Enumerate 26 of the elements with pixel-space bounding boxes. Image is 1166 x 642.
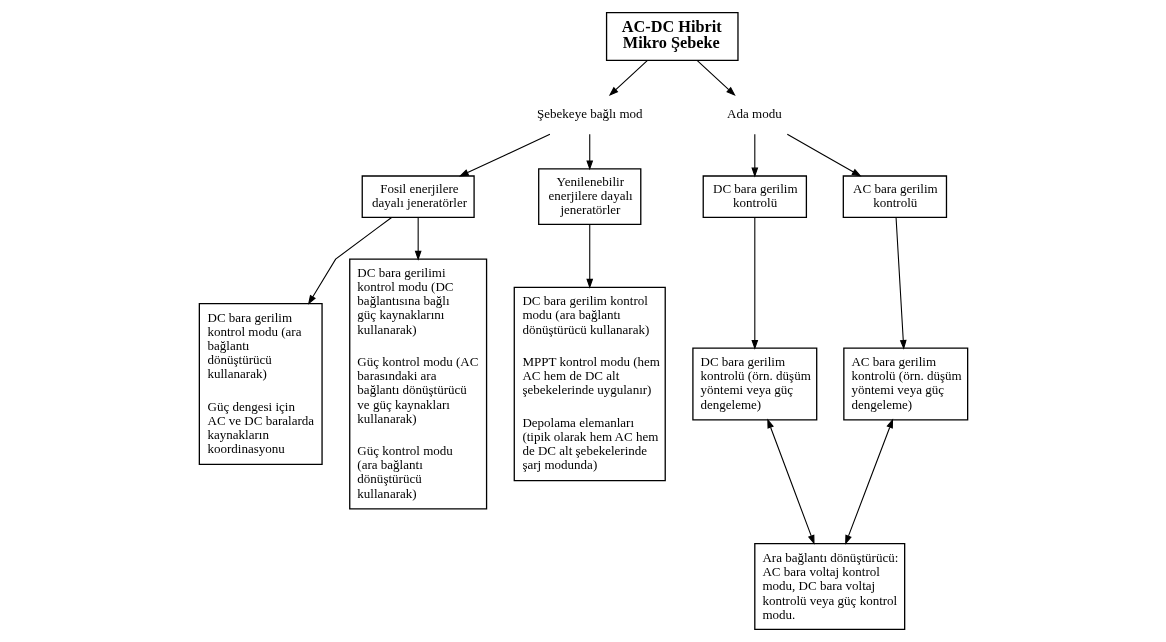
- arrow: [307, 216, 392, 305]
- node-box: AC bara gerilim kontrolü: [842, 175, 947, 218]
- arrow: [895, 217, 907, 350]
- arrow: [585, 224, 593, 289]
- arrow: [608, 59, 648, 96]
- arrow: [414, 217, 422, 261]
- node-box: AC-DC Hibrit Mikro Şebeke: [605, 11, 739, 61]
- node-text: Ada modu: [726, 106, 782, 122]
- arrow: [766, 418, 815, 545]
- node-box: AC bara gerilim kontrolü (örn. düşüm yöntemi veya güç dengeleme): [842, 347, 968, 421]
- node-box: Yenilenebilir enerjilere dayalı jeneratörler: [537, 168, 641, 225]
- arrow: [750, 217, 758, 350]
- node-box: DC bara gerilim kontrol modu (ara bağlantı dönüştürücü kullanarak) MPPT kontrol modu (hem AC hem de DC alt şebekelerinde uygulanır) Depolama elemanları (tipik olarak hem AC hem de DC alt şebekelerinde şarj modunda): [513, 286, 666, 482]
- node-box: DC bara gerilimi kontrol modu (DC bağlantısına bağlı güç kaynaklarını kullanarak) Güç kontrol modu (AC barasındaki ara bağlantı dönüştürücü ve güç kaynakları kullanarak) Güç kontrol modu (ara bağlantı dönüştürücü kullanarak): [348, 258, 487, 510]
- arrow: [750, 133, 758, 178]
- node-box: Fosil enerjilere dayalı jeneratörler: [361, 175, 475, 218]
- arrow: [844, 418, 893, 545]
- node-text: Şebekeye bağlı mod: [536, 106, 643, 122]
- arrow: [786, 133, 862, 177]
- node-box: DC bara gerilim kontrol modu (ara bağlantı dönüştürücü kullanarak) Güç dengesi için AC ve DC baralarda kaynakların koordinasyonu: [198, 302, 323, 465]
- node-box: Ara bağlantı dönüştürücü: AC bara voltaj kontrol modu, DC bara voltaj kontrolü veya güç kontrol modu.: [753, 542, 905, 631]
- arrow: [458, 133, 550, 177]
- arrow: [585, 133, 593, 171]
- node-box: DC bara gerilim kontrolü (örn. düşüm yöntemi veya güç dengeleme): [691, 347, 817, 421]
- arrow: [696, 59, 736, 96]
- node-box: DC bara gerilim kontrolü: [702, 175, 807, 218]
